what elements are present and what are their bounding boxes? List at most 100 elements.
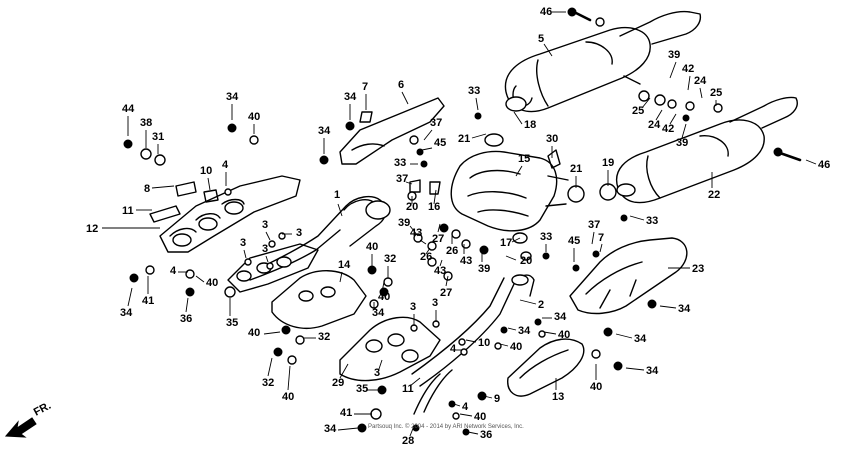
callout-label-c35b: 35 (226, 317, 238, 329)
callout-label-c27a: 27 (432, 233, 444, 245)
callout-label-c39d: 39 (398, 217, 410, 229)
callout-leader-c34a (659, 305, 677, 309)
callout-label-c18: 18 (524, 119, 536, 131)
callout-label-c43c: 43 (434, 265, 446, 277)
callout-label-c21b: 21 (458, 133, 470, 145)
callout-leader-c37a (591, 231, 595, 245)
callout-label-c42b: 42 (662, 123, 674, 135)
callout-label-c3e: 3 (262, 219, 268, 231)
callout-label-c39b: 39 (676, 137, 688, 149)
callout-label-c35a: 35 (356, 383, 368, 395)
copyright-text: Partsouq Inc. © 2004 - 2014 by ARI Netwo… (368, 423, 524, 430)
callout-leader-c21b (471, 133, 487, 139)
callout-label-c10a: 10 (478, 337, 490, 349)
callout-label-c4c: 4 (170, 265, 177, 277)
callout-leader-c42a (687, 75, 691, 91)
callout-label-c39a: 39 (668, 49, 680, 61)
callout-leader-c39d (409, 225, 419, 237)
heat-shield-part-14 (271, 270, 367, 330)
callout-leader-c40d (459, 413, 473, 417)
heat-shield-part-6 (339, 97, 445, 165)
callout-label-c43b: 43 (410, 227, 422, 239)
callout-leader-c3g (265, 255, 269, 263)
left-hardware (123, 111, 373, 365)
callout-label-c32c: 32 (262, 377, 274, 389)
callout-leader-c18 (513, 111, 523, 125)
callout-label-c40b: 40 (558, 329, 570, 341)
callout-leader-c2 (519, 299, 537, 305)
callout-leader-c40b (543, 331, 557, 335)
callout-label-c3c: 3 (374, 367, 380, 379)
callout-leader-c24a (699, 87, 703, 99)
callout-leader-c37c (405, 181, 413, 185)
callout-label-c6: 6 (398, 79, 404, 91)
callout-label-c11a: 11 (402, 383, 414, 395)
callout-label-c36a: 36 (480, 429, 492, 441)
callout-label-c41a: 41 (340, 407, 352, 419)
callout-label-c34k: 34 (318, 125, 331, 137)
callout-label-c29: 29 (332, 377, 344, 389)
callout-label-c30: 30 (546, 133, 558, 145)
callout-label-c25a: 25 (710, 87, 722, 99)
callout-label-c33b: 33 (468, 85, 480, 97)
callout-leader-c10b (207, 177, 211, 191)
manifold-part-12 (159, 175, 319, 293)
callout-leader-c10a (465, 339, 477, 343)
forward-arrow: FR. (4, 400, 53, 438)
callout-label-c7b: 7 (362, 81, 368, 93)
muffler-hardware (567, 7, 802, 162)
callout-leader-c33b (475, 97, 479, 111)
callout-leader-c5 (543, 43, 553, 57)
callout-label-c40e: 40 (366, 241, 378, 253)
callout-leader-c32c (267, 357, 273, 377)
callout-leader-c24b (655, 109, 663, 121)
callout-leader-c7a (599, 243, 603, 253)
callout-leader-c27a (437, 223, 441, 233)
callout-leader-c45b (421, 147, 433, 151)
callout-leader-c14 (339, 271, 343, 283)
callout-label-c3d: 3 (296, 227, 302, 239)
callout-leader-c46b (805, 159, 817, 165)
callout-label-c31: 31 (152, 131, 164, 143)
callout-label-c21a: 21 (570, 163, 582, 175)
callout-label-c41b: 41 (142, 295, 154, 307)
callout-leader-c27b (445, 275, 449, 287)
callout-label-c8: 8 (144, 183, 150, 195)
callout-label-c22: 22 (708, 189, 720, 201)
callout-label-c40j: 40 (248, 111, 260, 123)
callout-leader-c36b (185, 297, 189, 313)
callout-label-c28: 28 (402, 435, 414, 447)
callout-label-c17: 17 (500, 237, 512, 249)
callout-leader-c9 (483, 395, 493, 399)
callout-label-c3f: 3 (240, 237, 246, 249)
callout-leader-c1 (337, 203, 343, 217)
callout-label-c23: 23 (692, 263, 704, 275)
heat-shield-part-29 (339, 316, 441, 382)
callout-label-c46a: 46 (540, 6, 552, 18)
callout-label-c40d: 40 (474, 411, 486, 423)
callout-label-c20a: 20 (520, 255, 532, 267)
callout-label-c37c: 37 (396, 173, 408, 185)
callout-leader-c40c (499, 343, 509, 347)
callout-label-c45a: 45 (568, 235, 580, 247)
callout-label-c14: 14 (338, 259, 351, 271)
callout-label-c33d: 33 (394, 157, 406, 169)
callout-label-c4a: 4 (450, 343, 457, 355)
callout-label-c37a: 37 (588, 219, 600, 231)
callout-leader-c34b (615, 333, 633, 339)
callout-label-c37b: 37 (430, 117, 442, 129)
callout-leader-c11a (409, 377, 421, 387)
callout-label-c27b: 27 (440, 287, 452, 299)
callout-leader-c6 (401, 91, 409, 105)
callout-label-c34i: 34 (226, 91, 239, 103)
callout-label-c12: 12 (86, 223, 98, 235)
callout-label-c40g: 40 (248, 327, 260, 339)
callout-leader-c43b (419, 239, 427, 245)
callout-label-c34c: 34 (646, 365, 659, 377)
callout-label-c5: 5 (538, 33, 544, 45)
callout-label-c34e: 34 (518, 325, 531, 337)
callout-label-c20b: 20 (406, 201, 418, 213)
callout-label-c40c: 40 (510, 341, 522, 353)
callout-leader-c25b (641, 97, 651, 109)
